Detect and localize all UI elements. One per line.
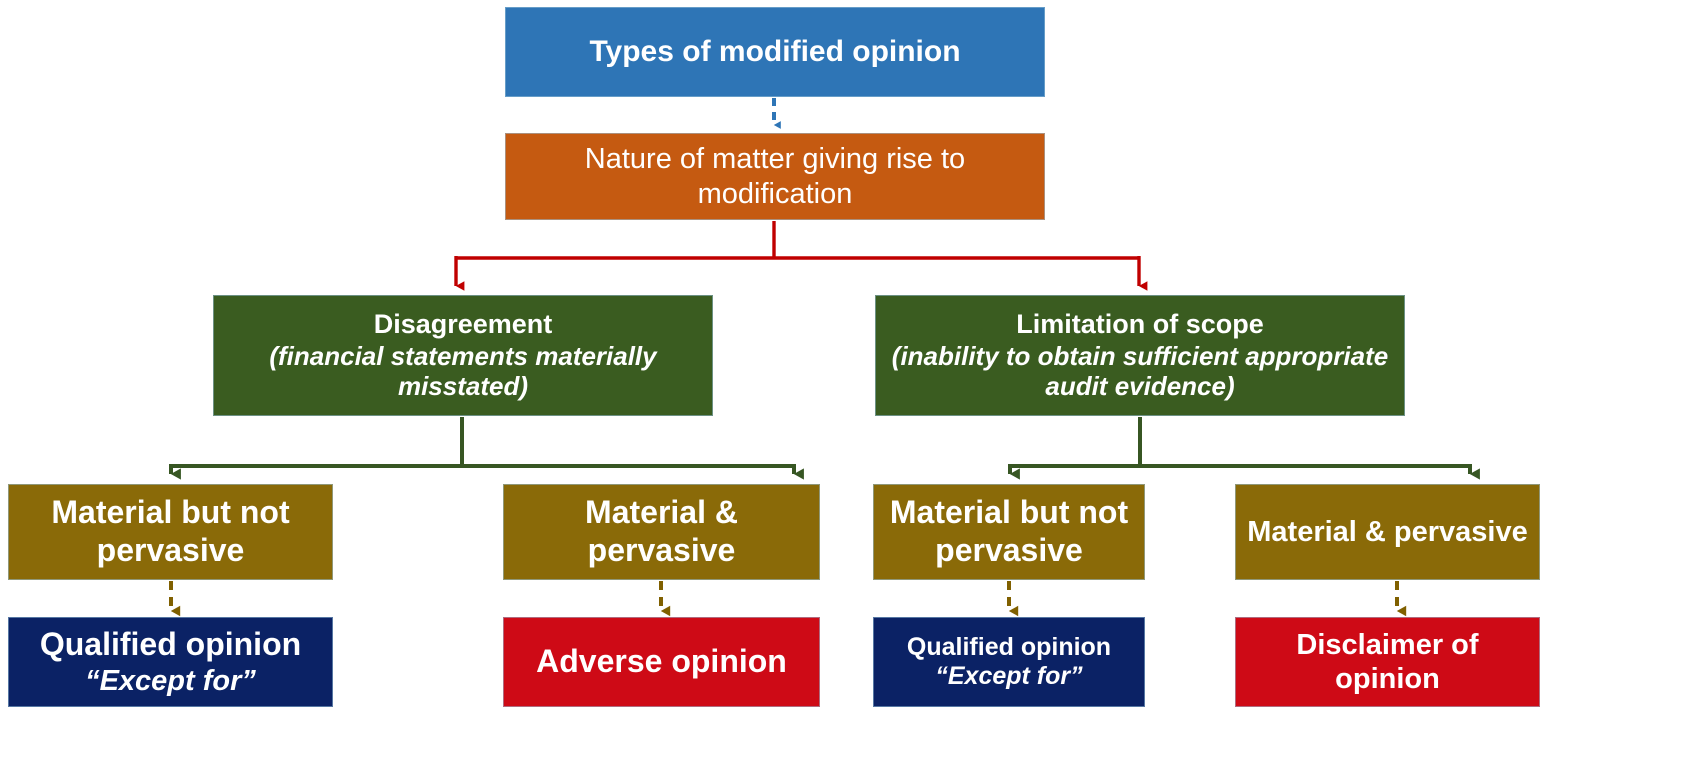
- node-limitation-heading: Limitation of scope: [1016, 308, 1264, 339]
- outcome-2-line2: “Except for”: [935, 662, 1083, 690]
- outcome-0-line1: Qualified opinion: [39, 626, 302, 663]
- connector-limitation-to-severity: [1008, 417, 1480, 480]
- node-types-of-modified-opinion[interactable]: Types of modified opinion: [505, 7, 1045, 97]
- node-qualified-opinion-limitation[interactable]: Qualified opinion “Except for”: [873, 617, 1145, 707]
- node-limitation-of-scope[interactable]: Limitation of scope (inability to obtain…: [875, 295, 1405, 416]
- outcome-1-line1: Adverse opinion: [536, 643, 787, 680]
- outcome-0-line2: “Except for”: [85, 664, 256, 697]
- outcome-2-line1: Qualified opinion: [906, 632, 1112, 661]
- node-limitation-detail-line2: audit evidence): [1045, 371, 1235, 402]
- node-nature-of-matter[interactable]: Nature of matter giving rise to modifica…: [505, 133, 1045, 220]
- node-limitation-detail-line1: (inability to obtain sufficient appropri…: [891, 340, 1389, 371]
- node-disagreement-heading: Disagreement: [373, 308, 553, 339]
- node-qualified-opinion-disagreement[interactable]: Qualified opinion “Except for”: [8, 617, 333, 707]
- outcome-3-line1: Disclaimer of opinion: [1296, 628, 1479, 695]
- node-root-label: Types of modified opinion: [589, 35, 961, 69]
- node-disclaimer-of-opinion[interactable]: Disclaimer of opinion: [1235, 617, 1540, 707]
- node-disagreement-detail-line2: misstated): [397, 371, 529, 402]
- node-lim-material-but-not-pervasive[interactable]: Material but not pervasive: [873, 484, 1145, 580]
- node-dis-material-but-not-pervasive[interactable]: Material but not pervasive: [8, 484, 333, 580]
- node-lim-material-and-pervasive[interactable]: Material & pervasive: [1235, 484, 1540, 580]
- node-nature-line2: modification: [697, 177, 853, 210]
- node-adverse-opinion[interactable]: Adverse opinion: [503, 617, 820, 707]
- severity-2-line2: pervasive: [935, 532, 1083, 568]
- severity-0-line1: Material but not: [51, 494, 290, 531]
- severity-0-line2: pervasive: [96, 532, 245, 568]
- connector-nature-to-branches: [454, 221, 1148, 291]
- node-disagreement-detail-line1: (financial statements materially: [269, 340, 657, 371]
- severity-1-line1: Material &: [585, 494, 738, 531]
- severity-1-line2: pervasive: [587, 532, 736, 568]
- node-disagreement[interactable]: Disagreement (financial statements mater…: [213, 295, 713, 416]
- node-nature-line1: Nature of matter giving rise to: [584, 143, 966, 176]
- node-dis-material-and-pervasive[interactable]: Material & pervasive: [503, 484, 820, 580]
- severity-2-line1: Material but not: [889, 494, 1129, 531]
- severity-3-line1: Material & pervasive: [1247, 515, 1528, 548]
- connector-disagreement-to-severity: [169, 417, 804, 480]
